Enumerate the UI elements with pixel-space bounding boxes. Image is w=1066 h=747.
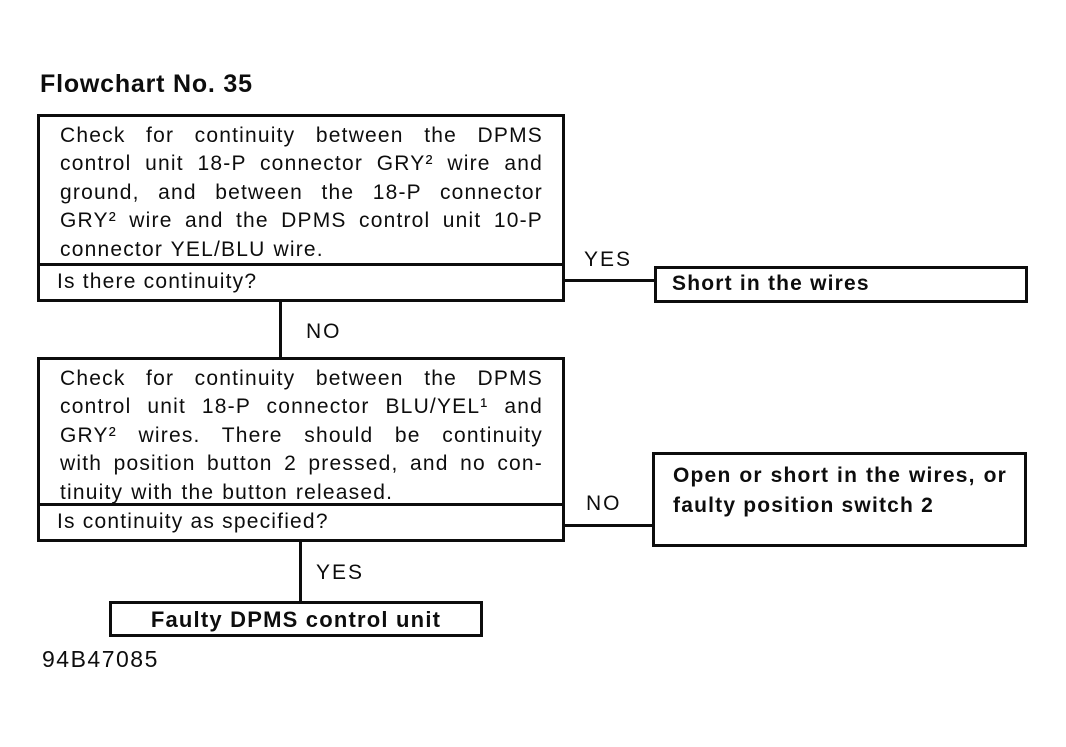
result-open-or-short-line: faulty position switch 2 [673, 494, 934, 517]
result-box-faulty-dpms-unit: Faulty DPMS control unit [109, 601, 483, 637]
step2-no-connector-line [563, 524, 654, 527]
result-faulty-unit-label: Faulty DPMS control unit [150, 607, 442, 632]
figure-code: 94B47085 [42, 646, 159, 672]
step2-question: Is continuity as specified? [40, 503, 562, 539]
step1-instruction-line: GRY² wire and the DPMS control unit 10-P [60, 209, 543, 233]
step2-instruction-line: with position button 2 pressed, and no c… [60, 452, 543, 476]
step1-instruction-line: Check for continuity between the DPMS [60, 124, 543, 147]
step1-instruction-line: control unit 18-P connector GRY² wire an… [60, 152, 543, 176]
step2-yes-label: YES [316, 561, 365, 584]
step2-instruction-line: tinuity with the button released. [60, 480, 394, 504]
step2-instruction-line: GRY² wires. There should be continuity [60, 423, 543, 447]
step1-instruction: Check for continuity between the DPMS co… [40, 117, 562, 264]
step1-no-connector-line [279, 300, 282, 358]
result-short-in-wires-label: Short in the wires [672, 272, 870, 295]
step2-instruction-line: control unit 18-P connector BLU/YEL¹ and [60, 395, 543, 419]
step1-yes-connector-line [563, 279, 656, 282]
result-open-or-short-line: Open or short in the wires, or [673, 464, 1007, 487]
step2-instruction: Check for continuity between the DPMS co… [40, 360, 562, 507]
step1-yes-label: YES [584, 248, 633, 271]
step1-box: Check for continuity between the DPMS co… [37, 114, 565, 302]
step2-box: Check for continuity between the DPMS co… [37, 357, 565, 542]
step1-instruction-line: ground, and between the 18-P connector [60, 180, 543, 204]
step2-yes-connector-line [299, 540, 302, 602]
result-box-short-in-wires: Short in the wires [654, 266, 1028, 303]
step1-question: Is there continuity? [40, 263, 562, 299]
step2-instruction-line: Check for continuity between the DPMS [60, 367, 543, 390]
step1-instruction-line: connector YEL/BLU wire. [60, 237, 324, 261]
step1-no-label: NO [306, 320, 342, 343]
step2-no-label: NO [586, 492, 622, 515]
result-box-open-or-short: Open or short in the wires, or faulty po… [652, 452, 1027, 547]
page-title: Flowchart No. 35 [40, 70, 253, 98]
